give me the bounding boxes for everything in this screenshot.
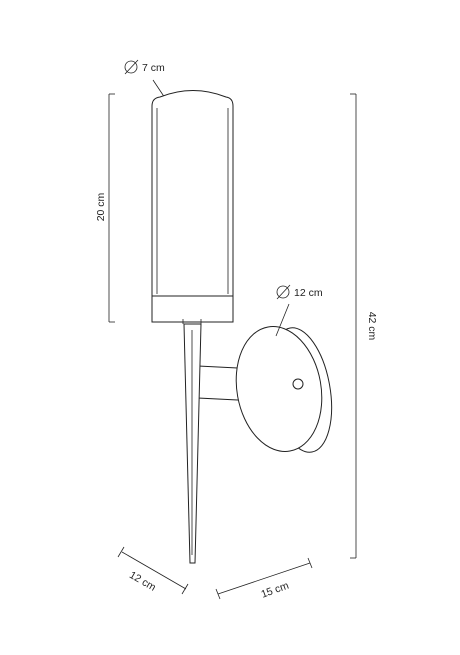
diameter-icon [124, 59, 139, 75]
lamp-stem [183, 323, 202, 564]
wall-plate [235, 326, 333, 453]
lamp-shade [151, 90, 234, 324]
diameter-icon [276, 284, 291, 300]
shade-diameter-label: 7 cm [142, 62, 165, 74]
shade-diameter-annotation: 7 cm [124, 59, 170, 105]
depth-dimension: 12 cm [117, 546, 189, 595]
wall-plate-front [235, 326, 323, 452]
shade-height-label: 20 cm [95, 192, 107, 221]
depth-label: 12 cm [127, 569, 158, 594]
plate-screw [292, 378, 304, 390]
total-height-dimension: 42 cm [350, 93, 378, 559]
shade-height-dimension: 20 cm [95, 93, 115, 323]
plate-diameter-annotation: 12 cm [275, 284, 323, 337]
plate-diameter-label: 12 cm [294, 287, 323, 299]
total-height-label: 42 cm [366, 312, 378, 341]
width-dimension: 15 cm [215, 557, 313, 601]
plate-diameter-leader [275, 303, 290, 337]
width-label: 15 cm [259, 580, 290, 601]
